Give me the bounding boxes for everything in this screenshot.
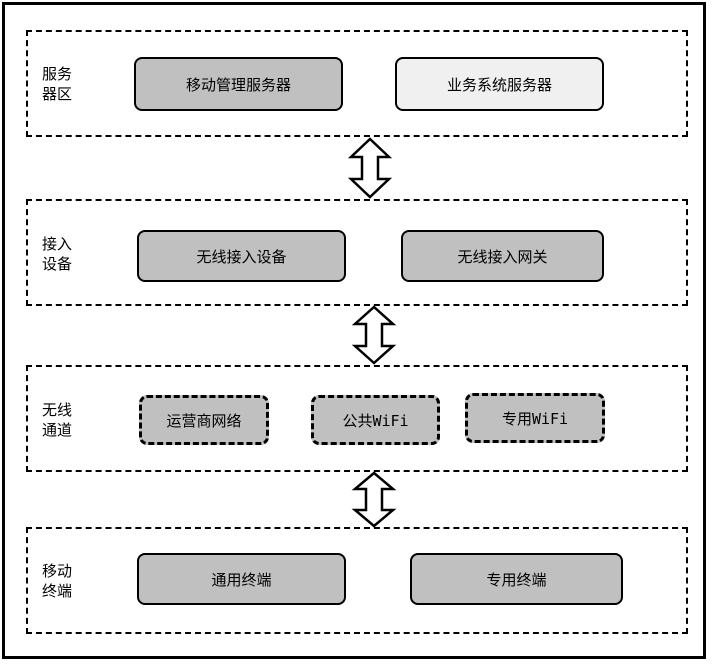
- node-business-system-server: 业务系统服务器: [395, 57, 604, 111]
- node-wireless-access-gateway: 无线接入网关: [401, 230, 604, 282]
- double-arrow-icon: [347, 137, 393, 199]
- node-private-wifi-label: 专用WiFi: [501, 409, 569, 428]
- node-carrier-network: 运营商网络: [139, 395, 269, 445]
- node-public-wifi: 公共WiFi: [311, 395, 440, 445]
- layer-access-devices: [26, 199, 688, 306]
- layer-server-zone: [26, 30, 688, 137]
- layer-wireless-channel: [26, 365, 688, 472]
- layer-mobile-terminals: [26, 527, 688, 634]
- layer-label-server-zone: 服务 器区: [42, 65, 73, 103]
- double-arrow-icon: [351, 471, 397, 528]
- double-arrow-icon: [351, 305, 397, 365]
- node-mobile-management-server: 移动管理服务器: [134, 57, 343, 111]
- layer-label-access-devices: 接入 设备: [42, 235, 73, 273]
- layer-label-wireless-channel: 无线 通道: [42, 401, 73, 439]
- layer-label-mobile-terminals: 移动 终端: [42, 562, 73, 600]
- diagram-frame: [2, 2, 706, 659]
- node-private-wifi: 专用WiFi: [465, 393, 605, 443]
- node-public-wifi-label: 公共WiFi: [342, 411, 409, 430]
- node-wireless-access-device: 无线接入设备: [137, 230, 346, 282]
- node-dedicated-terminal: 专用终端: [410, 553, 623, 605]
- node-general-terminal: 通用终端: [137, 553, 346, 605]
